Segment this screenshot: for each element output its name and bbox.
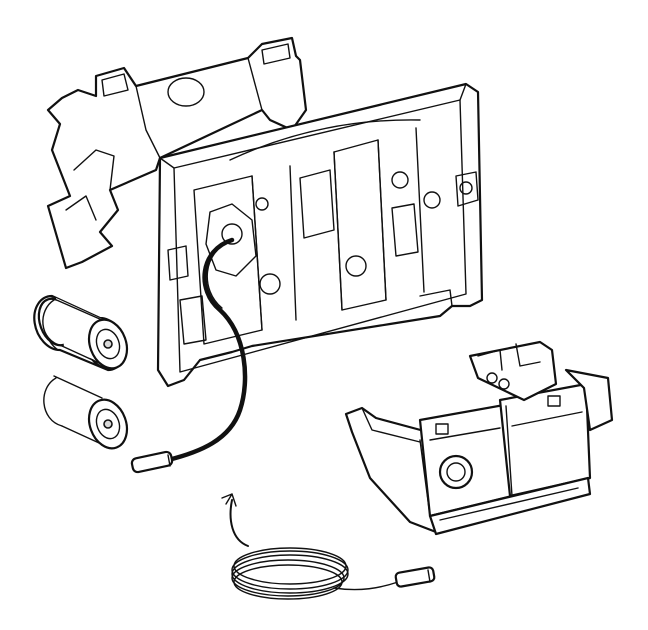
- battery-1: [33, 294, 129, 372]
- sensor-cable: [130, 203, 257, 474]
- battery-2: [43, 375, 129, 450]
- mounting-frame: [156, 82, 484, 388]
- back-cover-plate: [46, 36, 308, 270]
- power-cable-coil: [221, 493, 436, 600]
- control-unit: [344, 340, 614, 536]
